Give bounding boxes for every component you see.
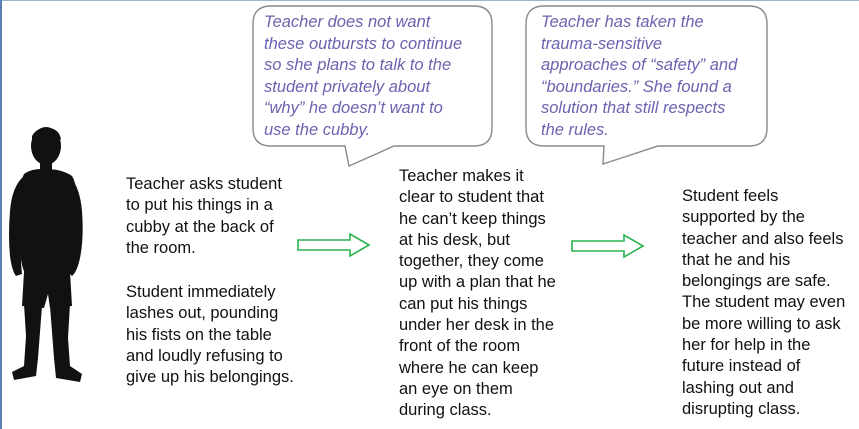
right-arrow-icon [297, 232, 371, 258]
right-arrow-icon [571, 233, 645, 259]
child-silhouette-icon [9, 127, 83, 382]
frame-top-border [0, 0, 859, 1]
step1-reaction-text: Student immediately lashes out, pounding… [126, 283, 294, 387]
frame-left-border [0, 0, 2, 429]
speech-bubble-left [252, 5, 493, 167]
step2-plan-text: Teacher makes it clear to student that h… [399, 167, 556, 420]
bubble-text-approach: Teacher has taken the trauma-sensitive a… [541, 13, 738, 139]
step3-outcome-text: Student feels supported by the teacher a… [682, 187, 846, 418]
bubble-text-plan: Teacher does not want these outbursts to… [264, 13, 463, 139]
step1-request-text: Teacher asks student to put his things i… [126, 175, 282, 257]
speech-bubble-right [525, 5, 768, 165]
